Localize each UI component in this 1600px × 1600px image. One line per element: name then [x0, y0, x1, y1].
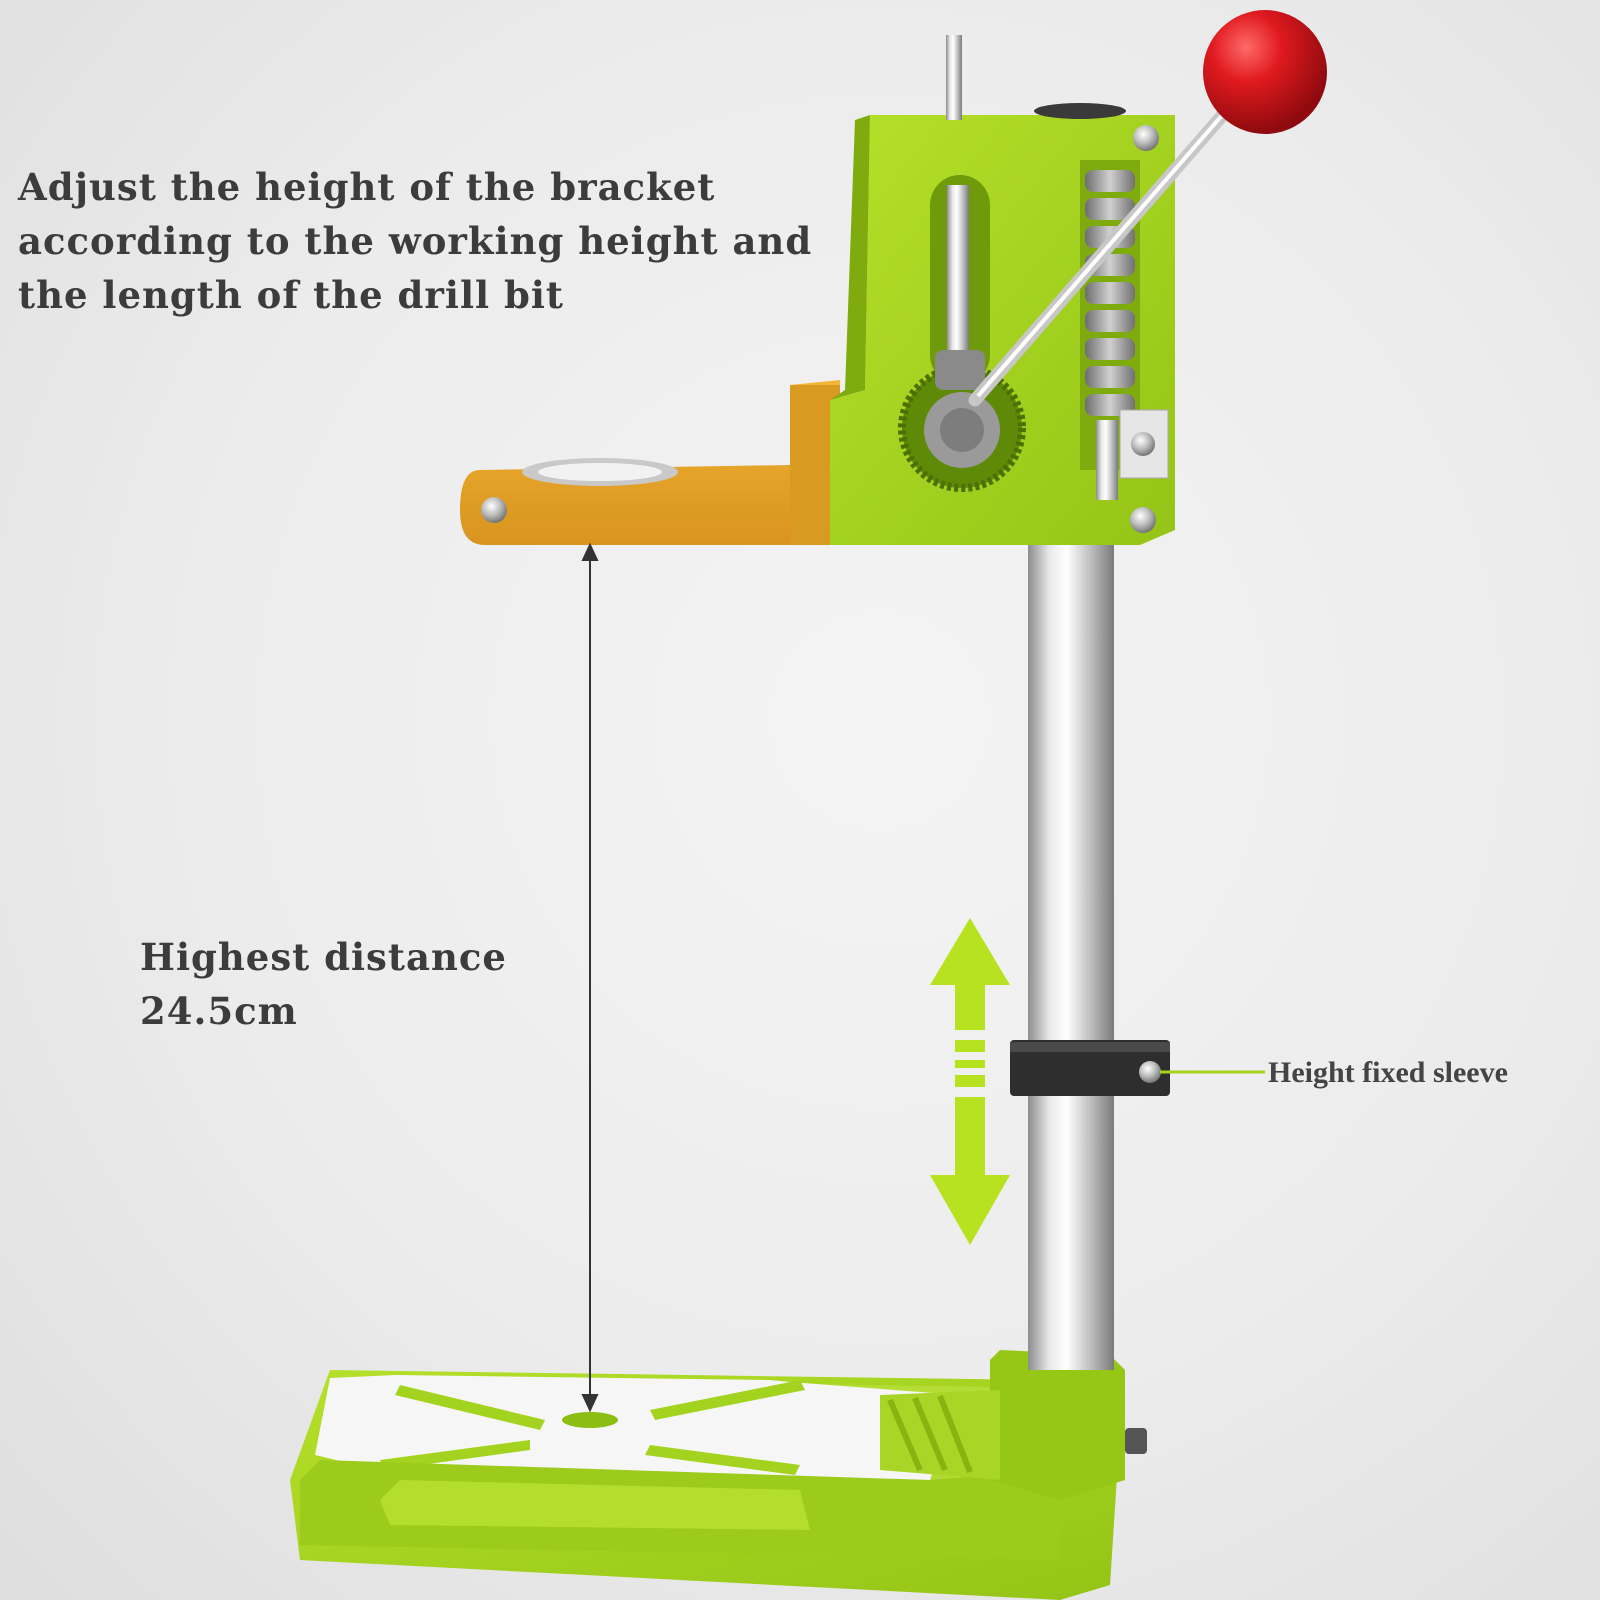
- slot-foot: [935, 350, 985, 390]
- head-screw-top: [1133, 125, 1159, 151]
- distance-arrow: [581, 542, 599, 1413]
- adjust-height-caption: Adjust the height of the bracket accordi…: [18, 165, 813, 317]
- bracket-screw: [481, 497, 507, 523]
- mount-ribs-lines: [887, 1394, 973, 1474]
- table-slot: [645, 1445, 800, 1475]
- top-cap: [1034, 103, 1126, 119]
- mount-ribs: [880, 1390, 1000, 1480]
- highest-distance-label: Highest distance: [140, 935, 507, 979]
- height-fixed-sleeve-label: Height fixed sleeve: [1268, 1056, 1508, 1089]
- table-slot: [395, 1385, 545, 1430]
- table-slot: [650, 1380, 805, 1420]
- up-down-arrow: [930, 918, 1010, 1245]
- lever-arm-highlight: [976, 95, 1240, 398]
- top-rod: [946, 35, 962, 120]
- mount-pin: [1125, 1428, 1147, 1454]
- column-pole: [1028, 540, 1114, 1370]
- bracket-ring-inner: [538, 463, 662, 481]
- spring: [1085, 170, 1135, 416]
- head-assembly: [460, 10, 1327, 545]
- height-fixed-sleeve: [1010, 1040, 1170, 1096]
- head-side: [830, 115, 870, 400]
- slot-shaft: [947, 185, 969, 355]
- center-hole: [562, 1412, 618, 1428]
- lever-knob: [1203, 10, 1327, 134]
- drill-bracket: [460, 380, 840, 545]
- base: [290, 1350, 1147, 1600]
- spring-rod: [1096, 420, 1118, 500]
- clamp-screw: [1131, 432, 1155, 456]
- table-slot: [380, 1440, 530, 1470]
- sleeve-screw: [1139, 1061, 1161, 1083]
- highest-distance-value: 24.5cm: [140, 989, 298, 1033]
- head-screw-bottom: [1130, 507, 1156, 533]
- gear-hub-center: [940, 408, 984, 452]
- column-mount: [990, 1350, 1125, 1500]
- base-front-rim: [380, 1480, 810, 1530]
